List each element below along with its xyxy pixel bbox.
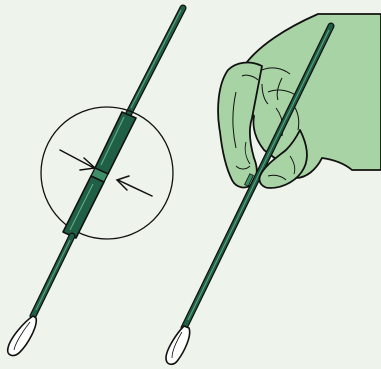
left-swab-upper-shaft: [128, 8, 183, 115]
left-swab-lower-shaft: [33, 236, 72, 316]
arrow-from-upper-left-icon: [60, 150, 95, 170]
snap-point-detail-panel: [8, 8, 183, 355]
left-swab-thick-upper: [95, 112, 136, 174]
left-swab-tip: [8, 316, 37, 355]
hand-back: [240, 14, 381, 178]
right-swab-tip: [166, 326, 190, 364]
left-swab-thick-lower: [63, 176, 104, 238]
arrow-from-lower-right-icon: [117, 176, 152, 196]
hand-holding-swab-panel: [166, 14, 381, 364]
